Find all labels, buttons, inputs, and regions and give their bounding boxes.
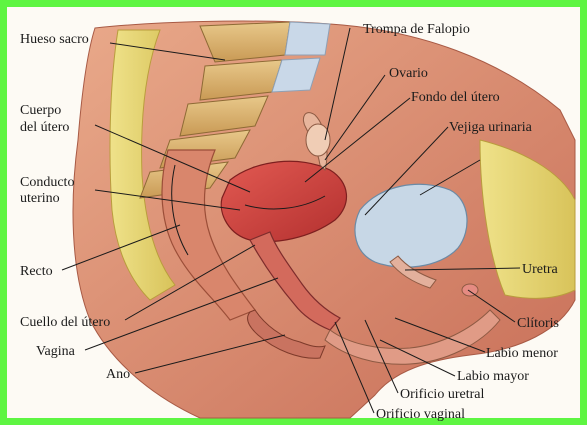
label-cuerpo-utero-2: del útero [20, 120, 69, 135]
ovary [306, 124, 330, 156]
label-conducto-1: Conducto [20, 175, 74, 190]
label-uretra: Uretra [522, 262, 559, 277]
label-conducto-2: uterino [20, 191, 60, 206]
label-cuello-utero: Cuello del útero [20, 315, 110, 330]
label-labio-mayor: Labio mayor [457, 369, 529, 384]
label-ano: Ano [106, 367, 130, 382]
label-cuerpo-utero-1: Cuerpo [20, 103, 61, 118]
label-vejiga: Vejiga urinaria [449, 120, 533, 135]
label-fondo-utero: Fondo del útero [411, 90, 500, 105]
label-labio-menor: Labio menor [486, 346, 558, 361]
label-clitoris: Clítoris [517, 316, 559, 331]
label-hueso-sacro: Hueso sacro [20, 32, 89, 47]
label-ovario: Ovario [389, 66, 428, 81]
label-orificio-uretral: Orificio uretral [400, 387, 484, 402]
label-recto: Recto [20, 264, 53, 279]
label-orificio-vaginal: Orificio vaginal [376, 407, 465, 422]
label-vagina: Vagina [36, 344, 76, 359]
label-trompa: Trompa de Falopio [363, 22, 470, 37]
clitoris [462, 284, 478, 296]
